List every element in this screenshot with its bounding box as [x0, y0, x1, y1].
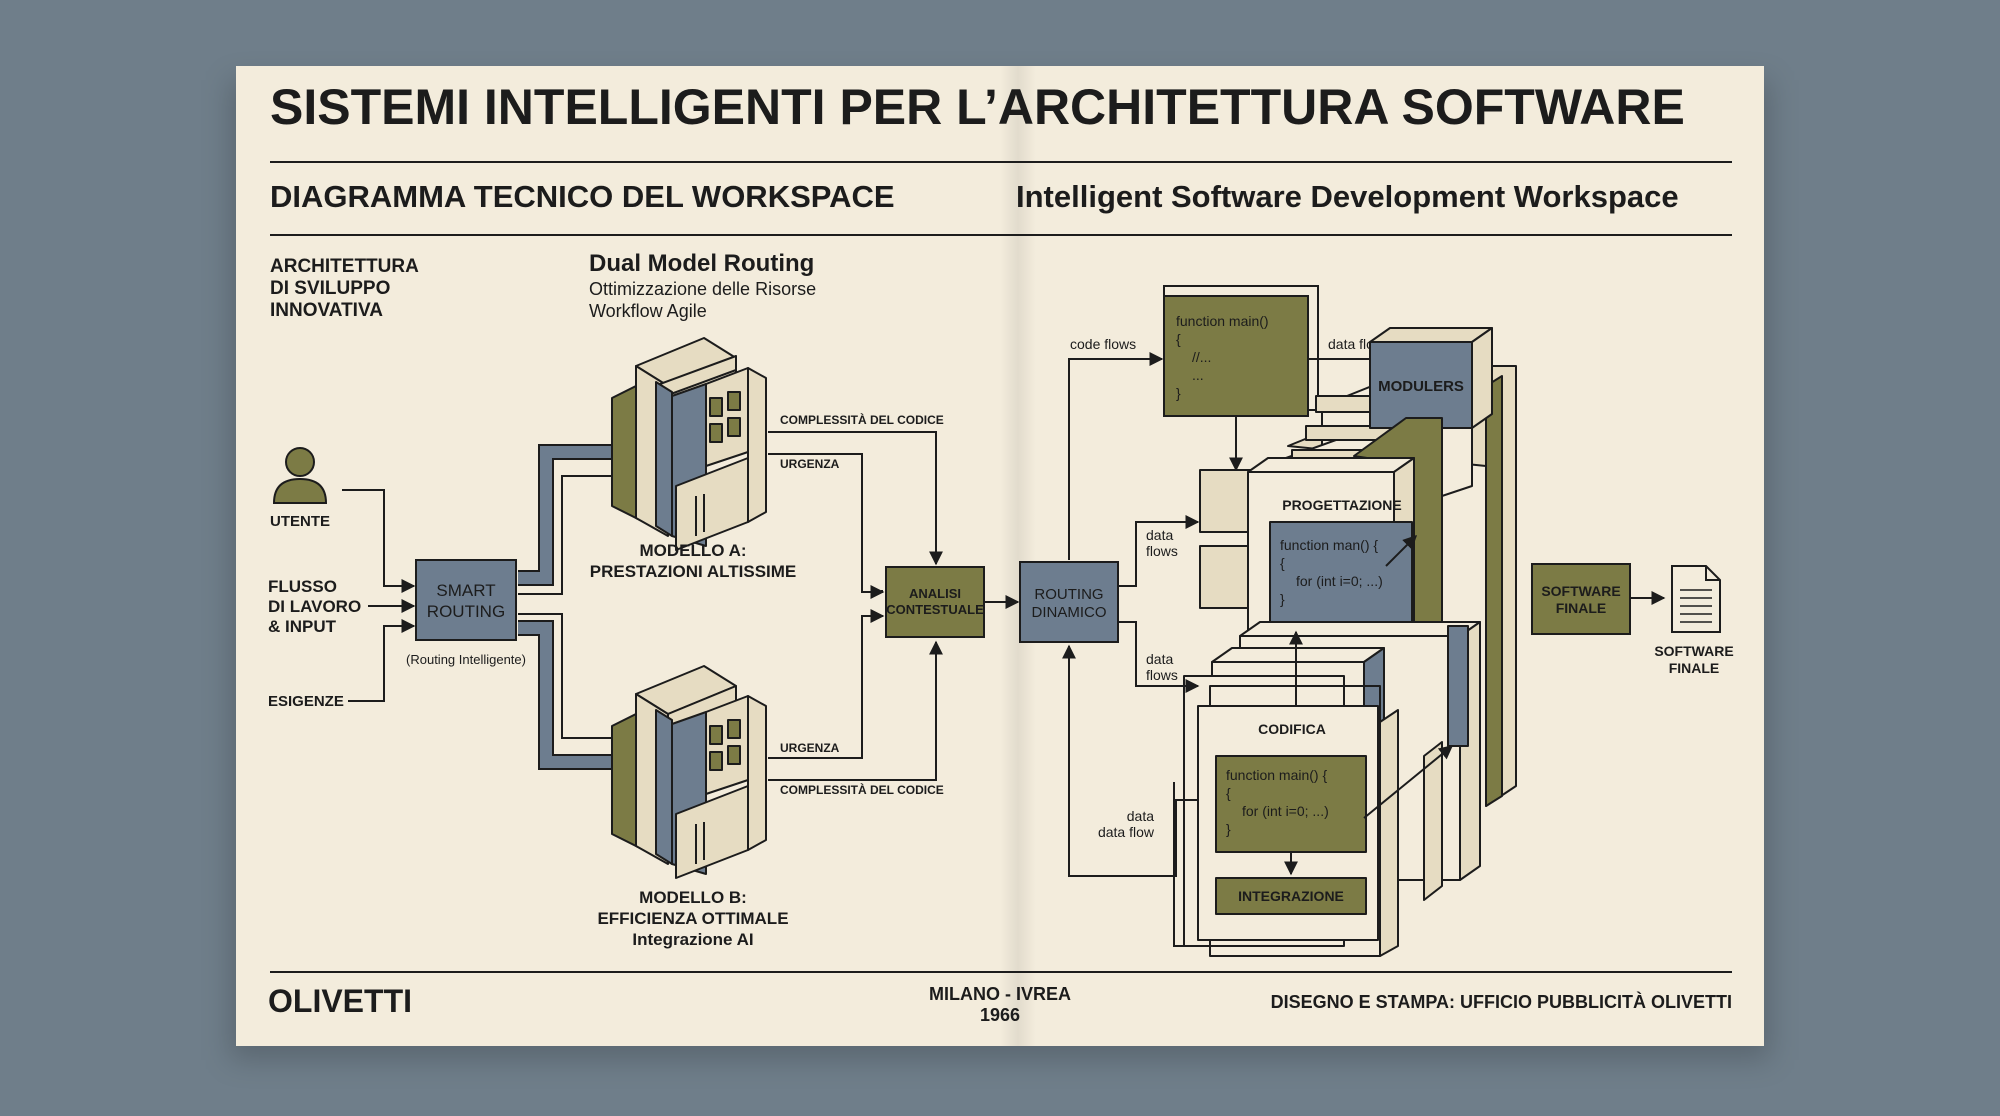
svg-text:{: {	[1176, 331, 1181, 347]
flow-label: FLUSSO DI LAVORO & INPUT	[268, 577, 361, 636]
data-flow-label-bottom: data data flow	[1098, 808, 1155, 840]
model-a-out-complexity: COMPLESSITÀ DEL CODICE	[780, 412, 944, 427]
data-flows-label-mid: data flows	[1146, 527, 1178, 559]
svg-text:for (int i=0; ...): for (int i=0; ...)	[1242, 803, 1329, 819]
analysis-box	[885, 566, 985, 638]
integrazione-label: INTEGRAZIONE	[1238, 888, 1344, 904]
footer-brand: OLIVETTI	[268, 983, 412, 1019]
model-b-out-urgency: URGENZA	[780, 741, 840, 755]
needs-label: ESIGENZE	[268, 693, 344, 710]
code-block-top-text: function main() { //... ... }	[1176, 313, 1269, 401]
brochure-spread: SISTEMI INTELLIGENTI PER L’ARCHITETTURA …	[236, 66, 1764, 1046]
svg-text:data: data	[1127, 808, 1154, 824]
diagram-canvas: SISTEMI INTELLIGENTI PER L’ARCHITETTURA …	[268, 79, 1734, 1025]
codifica-stack	[1183, 621, 1481, 957]
smart-routing-line2: ROUTING	[427, 602, 505, 621]
routing-title: Dual Model Routing	[589, 250, 814, 277]
intro-text: ARCHITETTURA DI SVILUPPO INNOVATIVA	[270, 256, 419, 321]
progettazione-stack	[1199, 417, 1443, 661]
code-block-low-text: function main() { { for (int i=0; ...) }	[1226, 767, 1329, 837]
svg-text:}: }	[1226, 821, 1231, 837]
dynamic-routing-line1: ROUTING	[1034, 586, 1103, 603]
svg-text:function man() {: function man() {	[1280, 537, 1378, 553]
svg-text:DI LAVORO: DI LAVORO	[268, 597, 361, 616]
svg-text:ARCHITETTURA: ARCHITETTURA	[270, 256, 419, 277]
code-flows-label: code flows	[1070, 336, 1136, 352]
analysis-line1: ANALISI	[909, 586, 961, 601]
smart-routing-line1: SMART	[436, 581, 495, 600]
svg-text:}: }	[1176, 385, 1181, 401]
modulers-block	[1369, 327, 1493, 429]
dynamic-routing-line2: DINAMICO	[1032, 604, 1107, 621]
svg-text:data flow: data flow	[1098, 824, 1155, 840]
model-b-building	[611, 665, 767, 879]
user-label: UTENTE	[270, 513, 330, 530]
svg-text:INNOVATIVA: INNOVATIVA	[270, 300, 383, 321]
model-a-label-2: PRESTAZIONI ALTISSIME	[590, 562, 797, 581]
svg-text:}: }	[1280, 591, 1285, 607]
codifica-arrows	[1284, 630, 1454, 876]
svg-text:flows: flows	[1146, 667, 1178, 683]
model-a-out-urgency: URGENZA	[780, 457, 840, 471]
model-a-label-1: MODELLO A:	[639, 541, 746, 560]
subtitle-right: Intelligent Software Development Workspa…	[1016, 179, 1679, 214]
analysis-line2: CONTESTUALE	[886, 602, 984, 617]
modulers-label: MODULERS	[1378, 378, 1464, 395]
svg-text:flows: flows	[1146, 543, 1178, 559]
smart-routing-box	[415, 559, 517, 641]
data-flows-label-low: data flows	[1146, 651, 1178, 683]
progettazione-label: PROGETTAZIONE	[1282, 497, 1402, 513]
footer-credit: DISEGNO E STAMPA: UFFICIO PUBBLICITÀ OLI…	[1271, 991, 1732, 1012]
software-box-line1: SOFTWARE	[1541, 583, 1620, 599]
svg-text:data: data	[1146, 651, 1173, 667]
software-label-2: FINALE	[1669, 660, 1720, 676]
svg-text:FLUSSO: FLUSSO	[268, 577, 337, 596]
svg-text:{: {	[1226, 785, 1231, 801]
svg-text://...: //...	[1192, 349, 1211, 365]
svg-text:function main() {: function main() {	[1226, 767, 1327, 783]
user-icon	[272, 447, 328, 504]
document-icon	[1671, 565, 1721, 633]
model-a-building	[611, 337, 767, 551]
software-finale-box	[1531, 563, 1631, 635]
center-fold	[1000, 66, 1036, 1046]
svg-text:& INPUT: & INPUT	[268, 617, 337, 636]
footer-place: MILANO - IVREA	[929, 984, 1071, 1004]
model-b-out-complexity: COMPLESSITÀ DEL CODICE	[780, 782, 944, 797]
svg-text:for (int i=0; ...): for (int i=0; ...)	[1296, 573, 1383, 589]
progettazione-arrow	[1385, 535, 1417, 567]
svg-text:function main(): function main()	[1176, 313, 1269, 329]
routing-sub-1: Ottimizzazione delle Risorse	[589, 279, 816, 299]
code-block-top	[1163, 295, 1309, 417]
data-flow-arrows	[1062, 515, 1200, 947]
input-arrows	[342, 489, 416, 702]
svg-text:...: ...	[1192, 367, 1204, 383]
code-block-mid-text: function man() { { for (int i=0; ...) }	[1280, 537, 1383, 607]
model-b-label-2: EFFICIENZA OTTIMALE	[597, 909, 788, 928]
main-title: SISTEMI INTELLIGENTI PER L’ARCHITETTURA …	[270, 79, 1685, 135]
model-b-label-3: Integrazione AI	[632, 930, 753, 949]
subtitle-left: DIAGRAMMA TECNICO DEL WORKSPACE	[270, 179, 895, 214]
software-box-line2: FINALE	[1556, 600, 1607, 616]
routing-pipes	[518, 444, 621, 770]
routing-sub-2: Workflow Agile	[589, 301, 707, 321]
smart-routing-caption: (Routing Intelligente)	[406, 652, 526, 667]
svg-text:data: data	[1146, 527, 1173, 543]
codifica-label: CODIFICA	[1258, 721, 1326, 737]
software-label-1: SOFTWARE	[1654, 643, 1733, 659]
model-output-lines	[768, 431, 943, 781]
dynamic-routing-box	[1019, 561, 1119, 643]
model-b-label-1: MODELLO B:	[639, 888, 747, 907]
footer-year: 1966	[980, 1005, 1020, 1025]
svg-text:{: {	[1280, 555, 1285, 571]
svg-text:DI SVILUPPO: DI SVILUPPO	[270, 278, 390, 299]
